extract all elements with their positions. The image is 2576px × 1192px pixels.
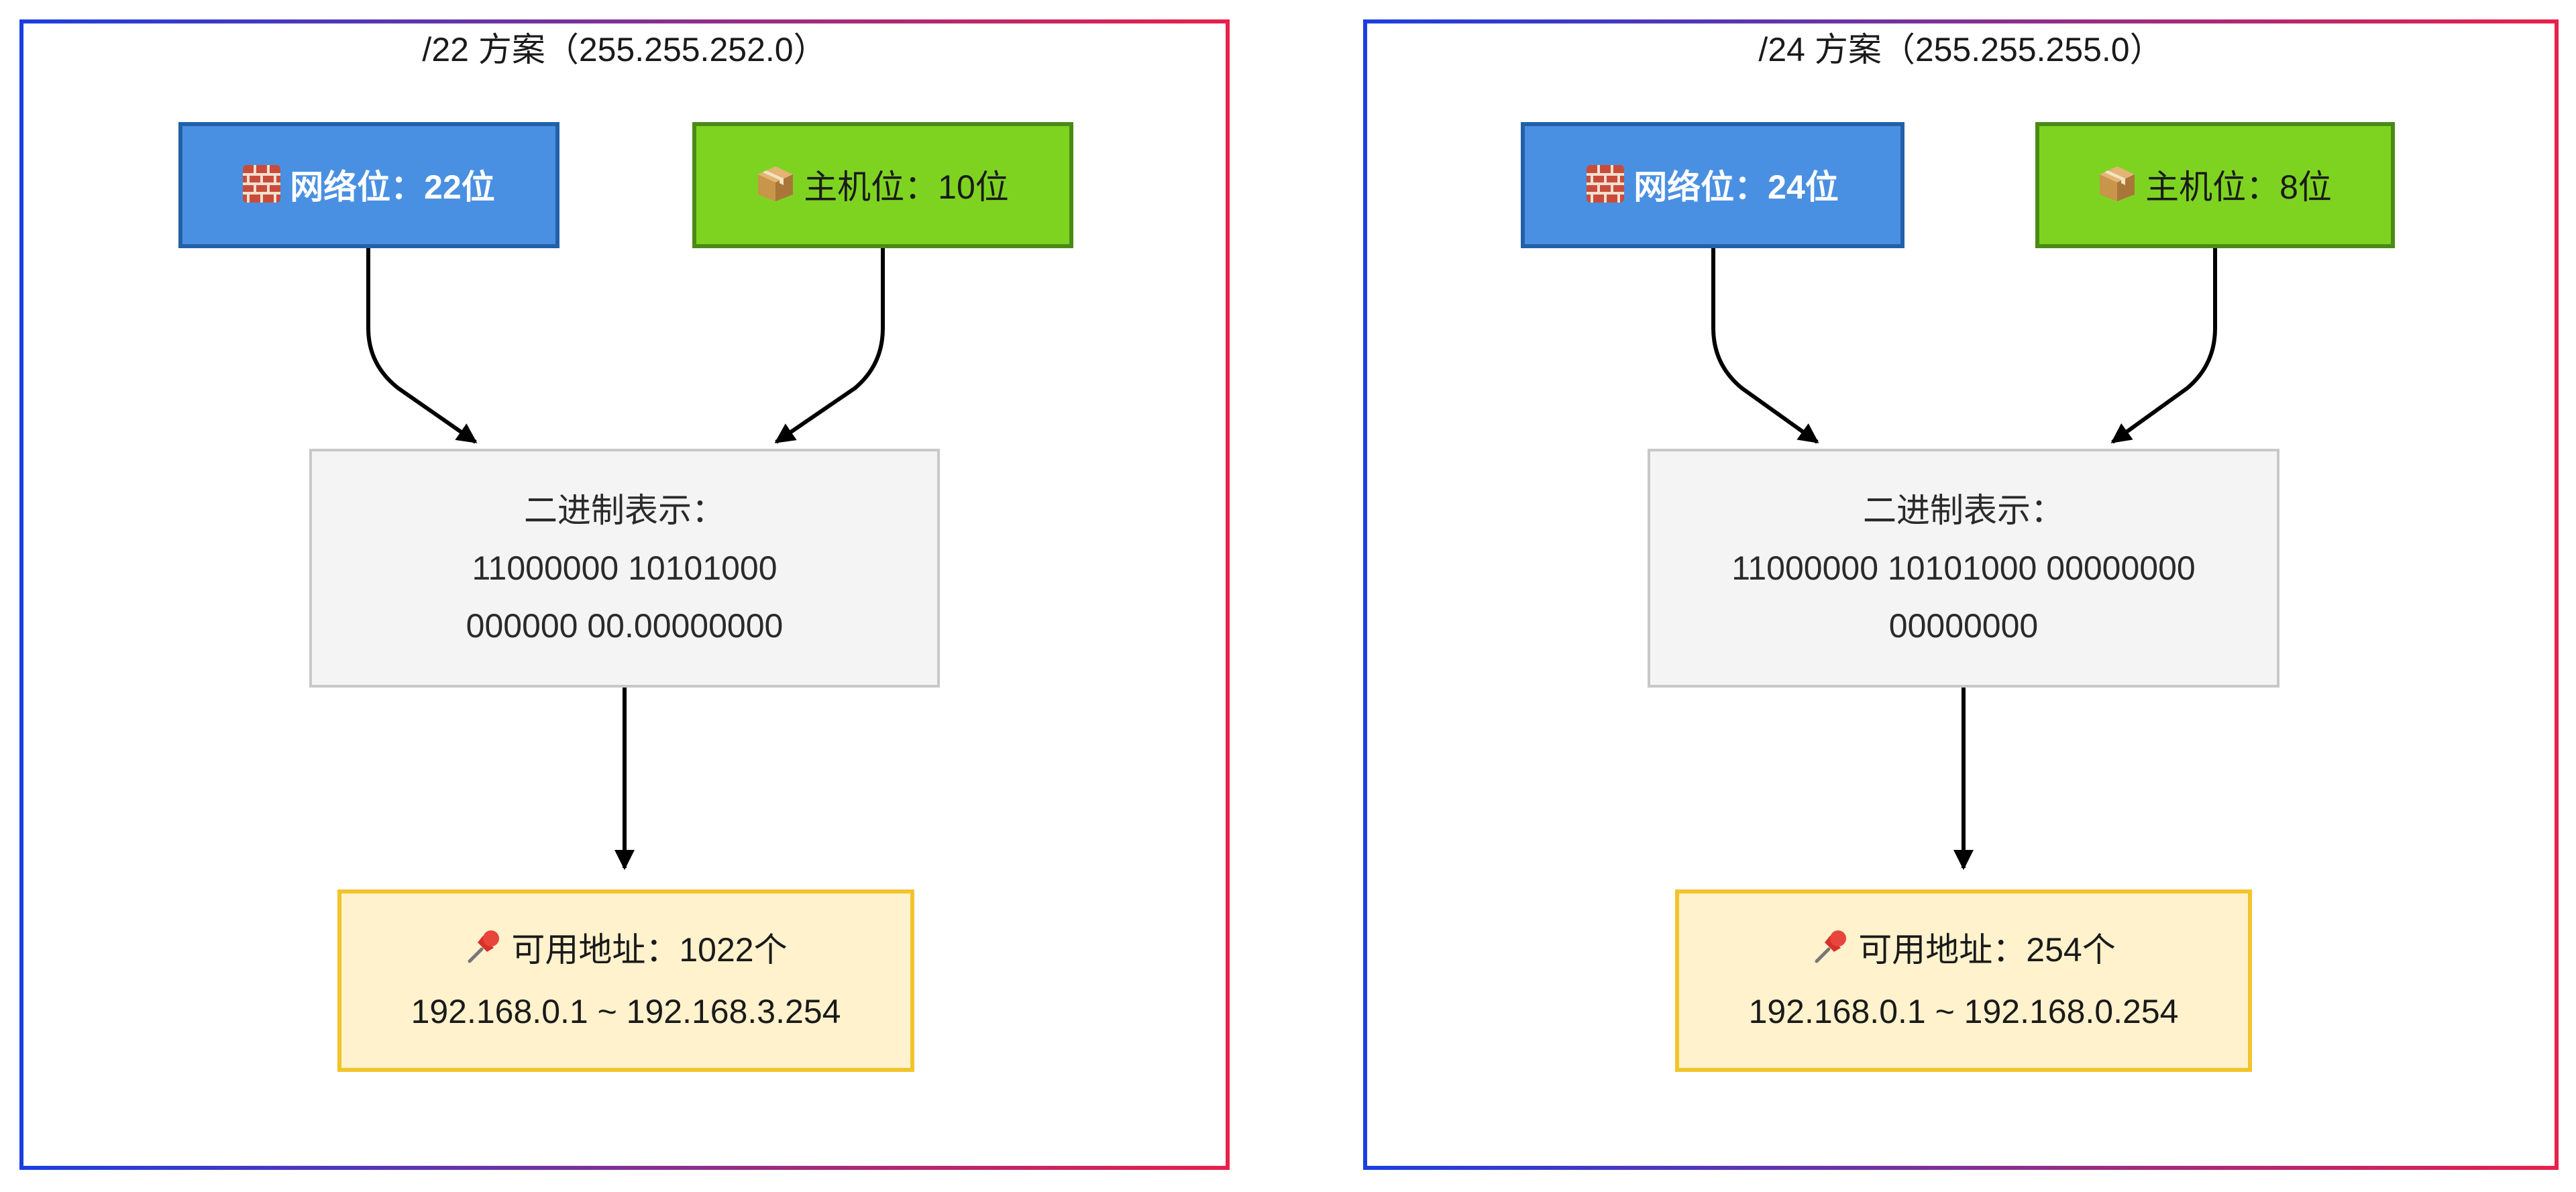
package-icon bbox=[2098, 165, 2136, 211]
panel-24: /24 方案（255.255.255.0） bbox=[1363, 19, 2559, 1170]
brick-wall-icon bbox=[243, 164, 281, 211]
binary-line-1: 11000000 10101000 00000000 bbox=[1731, 549, 2196, 587]
host-bits-label: 主机位：8位 bbox=[2145, 168, 2332, 206]
arrow-host-to-binary bbox=[774, 248, 885, 444]
binary-line-2: 00000000 bbox=[1888, 607, 2039, 645]
network-bits-label: 网络位：24位 bbox=[1633, 168, 1839, 206]
usable-address-count: 可用地址：254个 bbox=[1858, 931, 2116, 969]
binary-line-1: 11000000 10101000 bbox=[472, 549, 777, 587]
arrow-network-to-binary bbox=[366, 248, 478, 444]
panel-title: /22 方案（255.255.252.0） bbox=[422, 31, 827, 68]
panel-border bbox=[19, 19, 1230, 1170]
network-bits-box: 网络位：24位 bbox=[1521, 122, 1904, 248]
network-bits-label: 网络位：22位 bbox=[290, 168, 495, 206]
panel-border bbox=[1363, 19, 2559, 1170]
host-bits-box: 主机位：8位 bbox=[2035, 122, 2395, 248]
host-bits-label: 主机位：10位 bbox=[804, 168, 1009, 206]
arrow-network-to-binary bbox=[1711, 248, 1819, 444]
package-icon bbox=[757, 165, 794, 211]
panel-22: /22 方案（255.255.252.0） bbox=[19, 19, 1230, 1170]
usable-address-range: 192.168.0.1 ~ 192.168.3.254 bbox=[411, 993, 841, 1030]
panel-title: /24 方案（255.255.255.0） bbox=[1758, 31, 2163, 68]
arrow-host-to-binary bbox=[2110, 248, 2217, 444]
binary-title: 二进制表示： bbox=[1863, 492, 2064, 529]
usable-address-range: 192.168.0.1 ~ 192.168.0.254 bbox=[1748, 993, 2179, 1030]
pushpin-icon bbox=[464, 925, 502, 983]
binary-line-2: 000000 00.00000000 bbox=[466, 607, 784, 645]
usable-address-box: 可用地址：1022个 192.168.0.1 ~ 192.168.3.254 bbox=[337, 889, 914, 1072]
connectors bbox=[1711, 248, 2217, 870]
usable-address-box: 可用地址：254个 192.168.0.1 ~ 192.168.0.254 bbox=[1675, 889, 2252, 1072]
binary-representation-box: 二进制表示： 11000000 10101000 000000 00.00000… bbox=[309, 449, 940, 688]
binary-representation-box: 二进制表示： 11000000 10101000 00000000 000000… bbox=[1648, 449, 2279, 688]
connectors bbox=[366, 248, 885, 870]
host-bits-box: 主机位：10位 bbox=[692, 122, 1073, 248]
binary-title: 二进制表示： bbox=[524, 492, 725, 529]
pushpin-icon bbox=[1811, 925, 1849, 983]
network-bits-box: 网络位：22位 bbox=[178, 122, 559, 248]
usable-address-count: 可用地址：1022个 bbox=[511, 931, 788, 969]
brick-wall-icon bbox=[1587, 164, 1625, 211]
